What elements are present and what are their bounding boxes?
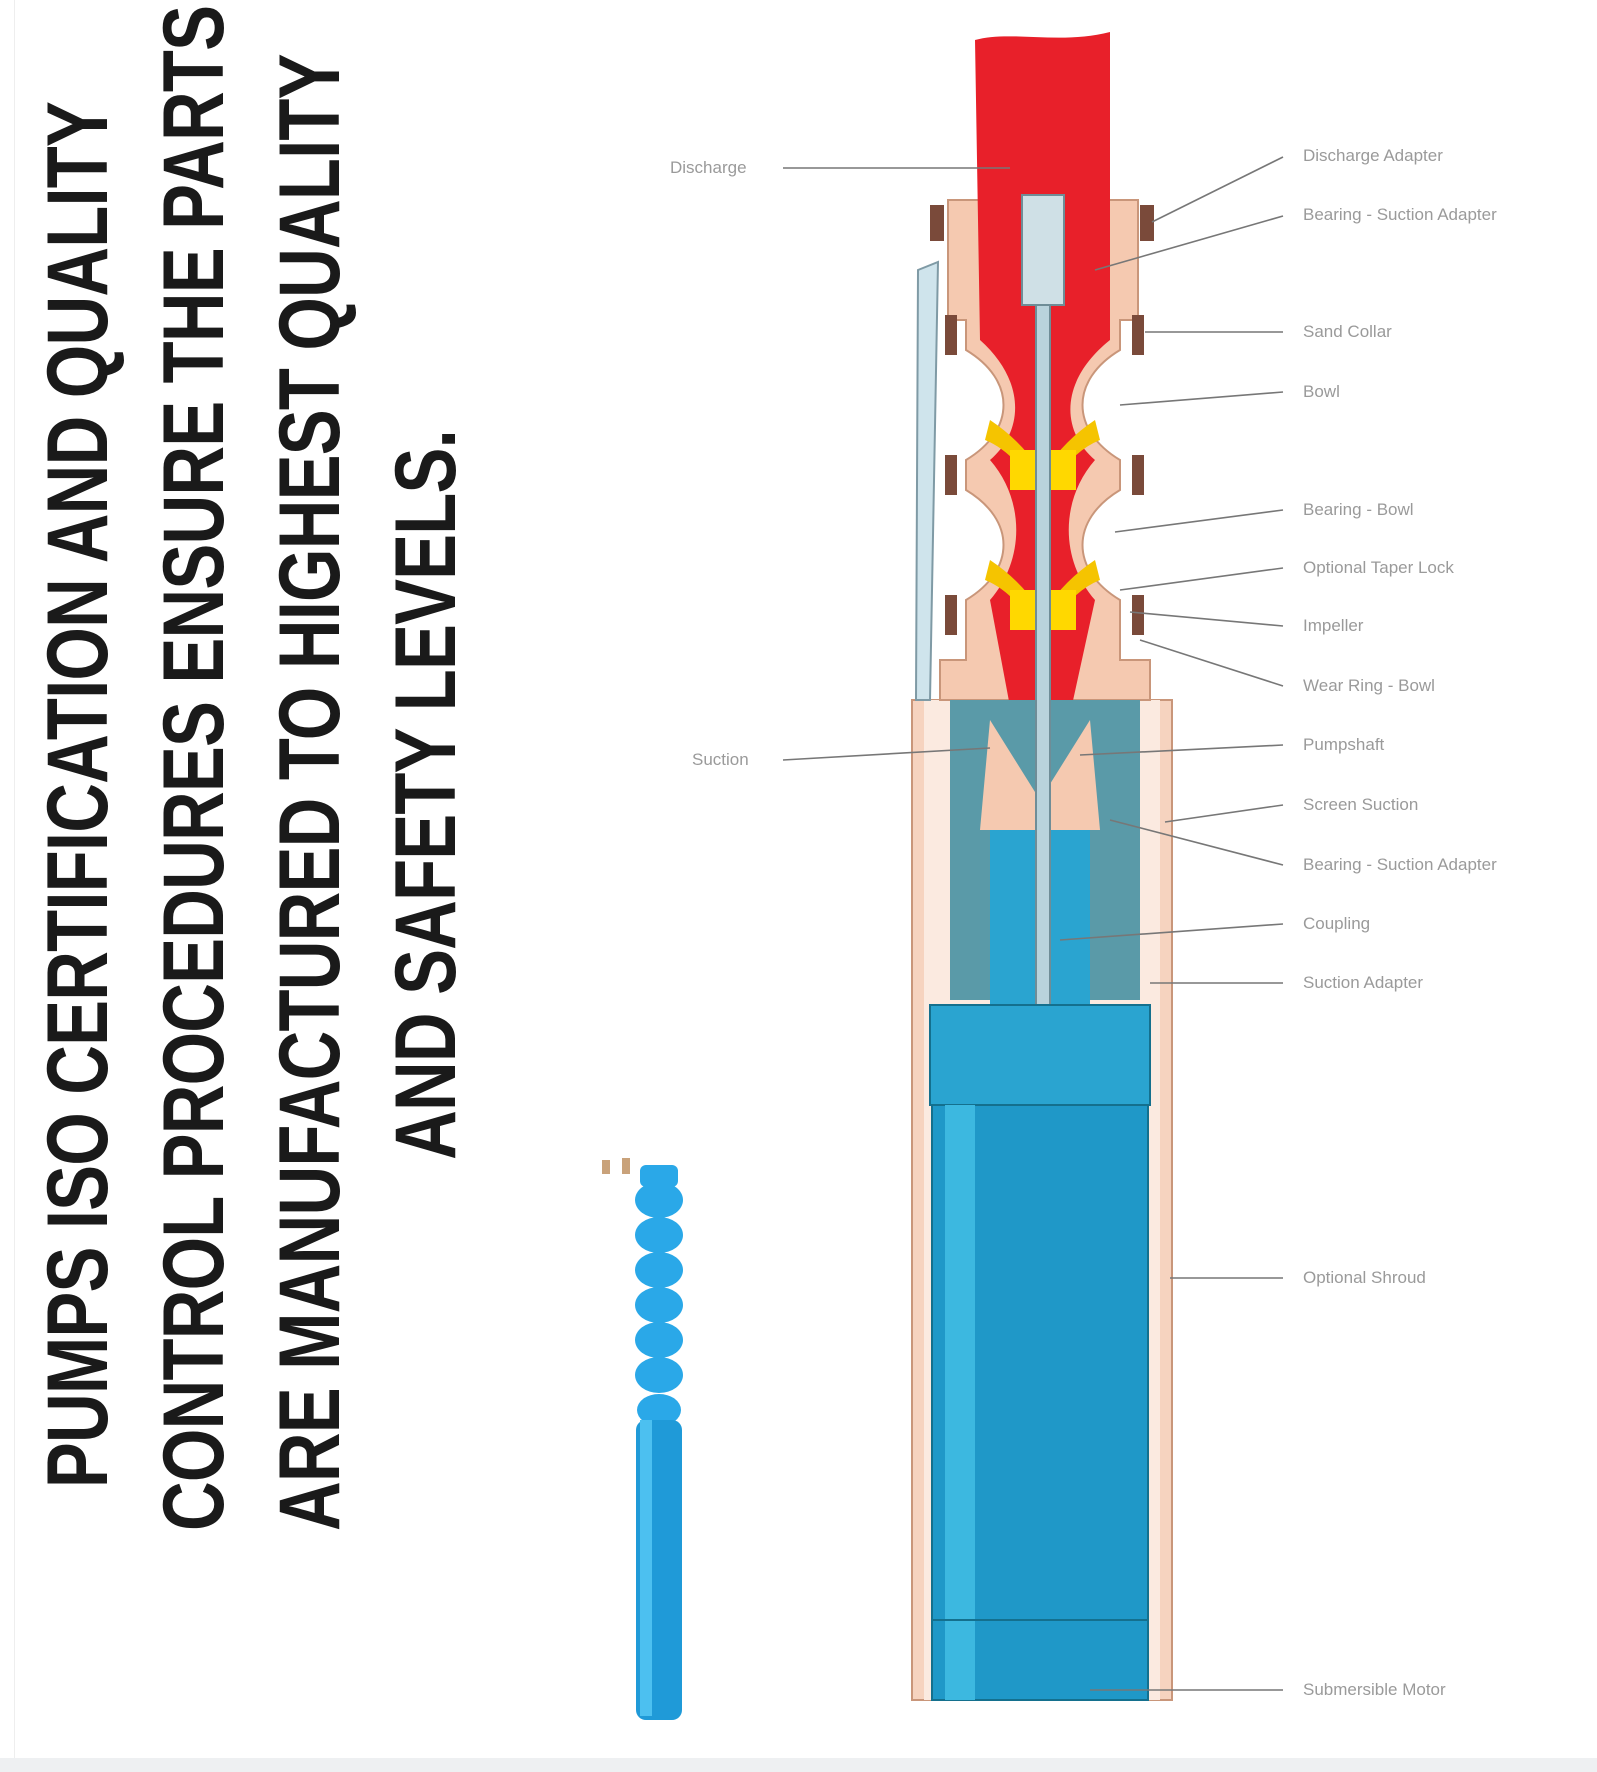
label-pumpshaft: Pumpshaft <box>1303 735 1385 754</box>
bottom-bar <box>0 1758 1597 1772</box>
label-sand-collar: Sand Collar <box>1303 322 1392 341</box>
pumpshaft <box>1035 194 1051 1016</box>
cable-guard <box>914 260 940 701</box>
label-wear-ring-bowl: Wear Ring - Bowl <box>1303 676 1435 695</box>
label-suction-adapter: Suction Adapter <box>1303 973 1424 992</box>
small-pump-illustration <box>602 1158 683 1720</box>
label-discharge-adapter: Discharge Adapter <box>1303 146 1443 165</box>
label-discharge: Discharge <box>670 158 747 177</box>
label-bearing-suction-adapter-top: Bearing - Suction Adapter <box>1303 205 1497 224</box>
label-bowl: Bowl <box>1303 382 1340 401</box>
label-suction: Suction <box>692 750 749 769</box>
label-optional-shroud: Optional Shroud <box>1303 1268 1426 1287</box>
label-bearing-bowl: Bearing - Bowl <box>1303 500 1414 519</box>
label-screen-suction: Screen Suction <box>1303 795 1419 814</box>
label-submersible-motor: Submersible Motor <box>1303 1680 1446 1699</box>
submersible-motor <box>929 1004 1151 1701</box>
bolts <box>930 205 1154 635</box>
label-coupling: Coupling <box>1303 914 1371 933</box>
label-bearing-suction-adapter: Bearing - Suction Adapter <box>1303 855 1497 874</box>
image-frame <box>14 0 1585 1760</box>
leader-lines <box>782 156 1284 1691</box>
discharge-adapter-bearing <box>1021 194 1065 306</box>
label-optional-taper-lock: Optional Taper Lock <box>1303 558 1454 577</box>
label-impeller: Impeller <box>1303 616 1364 635</box>
